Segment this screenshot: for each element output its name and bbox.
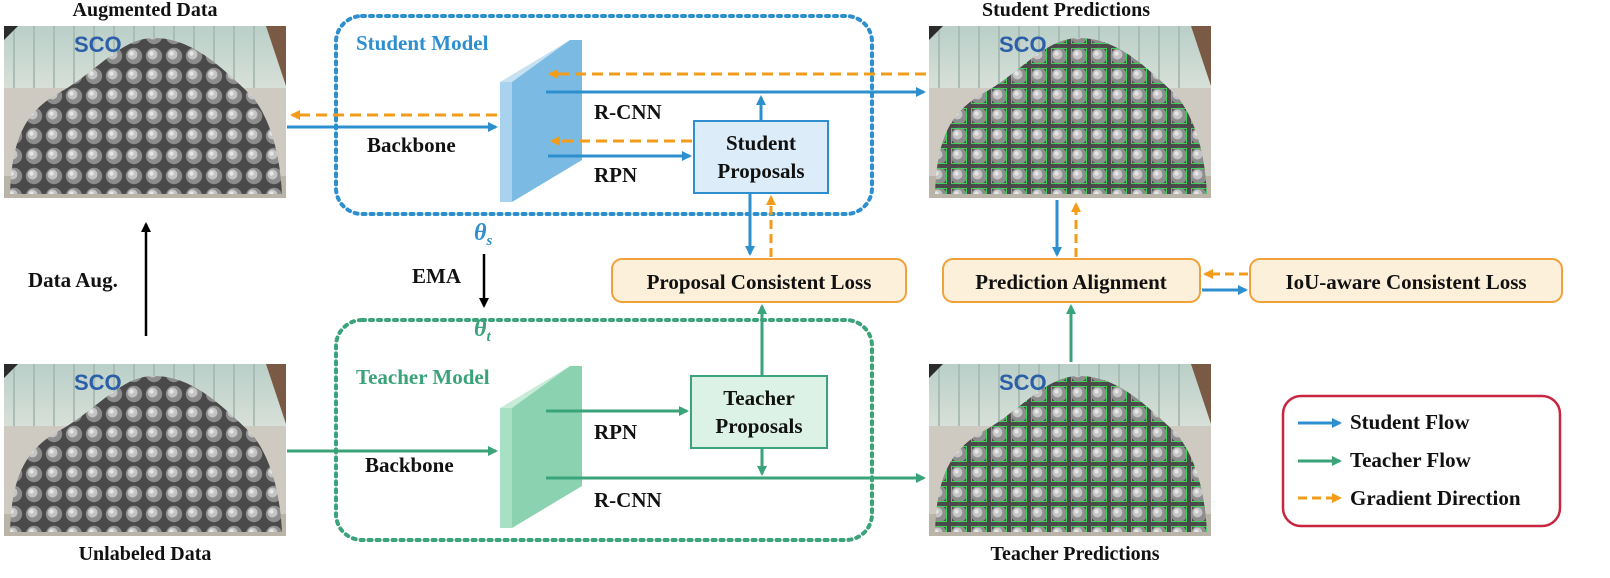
teacher-rcnn-label: R-CNN [594,488,662,512]
student-backbone-label: Backbone [367,133,456,157]
teacher-proposals-label: Teacher [723,386,795,410]
student-backbone-block [500,40,582,202]
student-proposals-box [693,120,829,194]
teacher-proposals-label-2: Proposals [715,414,802,438]
student-rcnn-label: R-CNN [594,100,662,124]
augmented-data-title: Augmented Data [73,0,218,21]
iou-consistent-loss-label: IoU-aware Consistent Loss [1285,270,1526,294]
student-rpn-label: RPN [594,163,637,187]
svg-text:SCO: SCO [74,32,122,57]
unlabeled-data-image: SCO [3,363,287,537]
proposal-consistent-loss-box [611,258,907,303]
ema-label: EMA [412,264,462,288]
student-model-title: Student Model [356,31,489,55]
svg-text:θt: θt [474,316,491,345]
legend-teacher-label: Teacher Flow [1350,448,1472,472]
svg-text:SCO: SCO [999,32,1047,57]
svg-text:θs: θs [474,220,492,249]
student-predictions-title: Student Predictions [982,0,1150,21]
svg-text:SCO: SCO [999,370,1047,395]
legend-student-label: Student Flow [1350,410,1470,434]
theta-t-label: θt [474,316,491,345]
student-predictions-image: SCO [928,25,1212,199]
teacher-backbone-label: Backbone [365,453,454,477]
student-proposals-label: Student [726,131,796,155]
prediction-alignment-label: Prediction Alignment [975,270,1167,294]
legend-box [1281,394,1562,528]
iou-consistent-loss-box [1249,258,1563,303]
teacher-model-box [334,318,874,542]
teacher-proposals-box [690,375,828,449]
prediction-alignment-box [942,258,1201,303]
theta-s-label: θs [474,220,492,249]
teacher-rpn-label: RPN [594,420,637,444]
unlabeled-data-title: Unlabeled Data [79,543,212,565]
teacher-predictions-image: SCO [928,363,1212,537]
svg-text:SCO: SCO [74,370,122,395]
proposal-consistent-loss-label: Proposal Consistent Loss [647,270,872,294]
data-aug-label: Data Aug. [28,268,118,292]
teacher-predictions-title: Teacher Predictions [990,543,1159,565]
teacher-backbone-block [500,366,582,528]
legend-gradient-label: Gradient Direction [1350,486,1521,510]
augmented-data-image: SCO [3,25,287,199]
student-proposals-label-2: Proposals [717,159,804,183]
teacher-model-title: Teacher Model [356,365,490,389]
